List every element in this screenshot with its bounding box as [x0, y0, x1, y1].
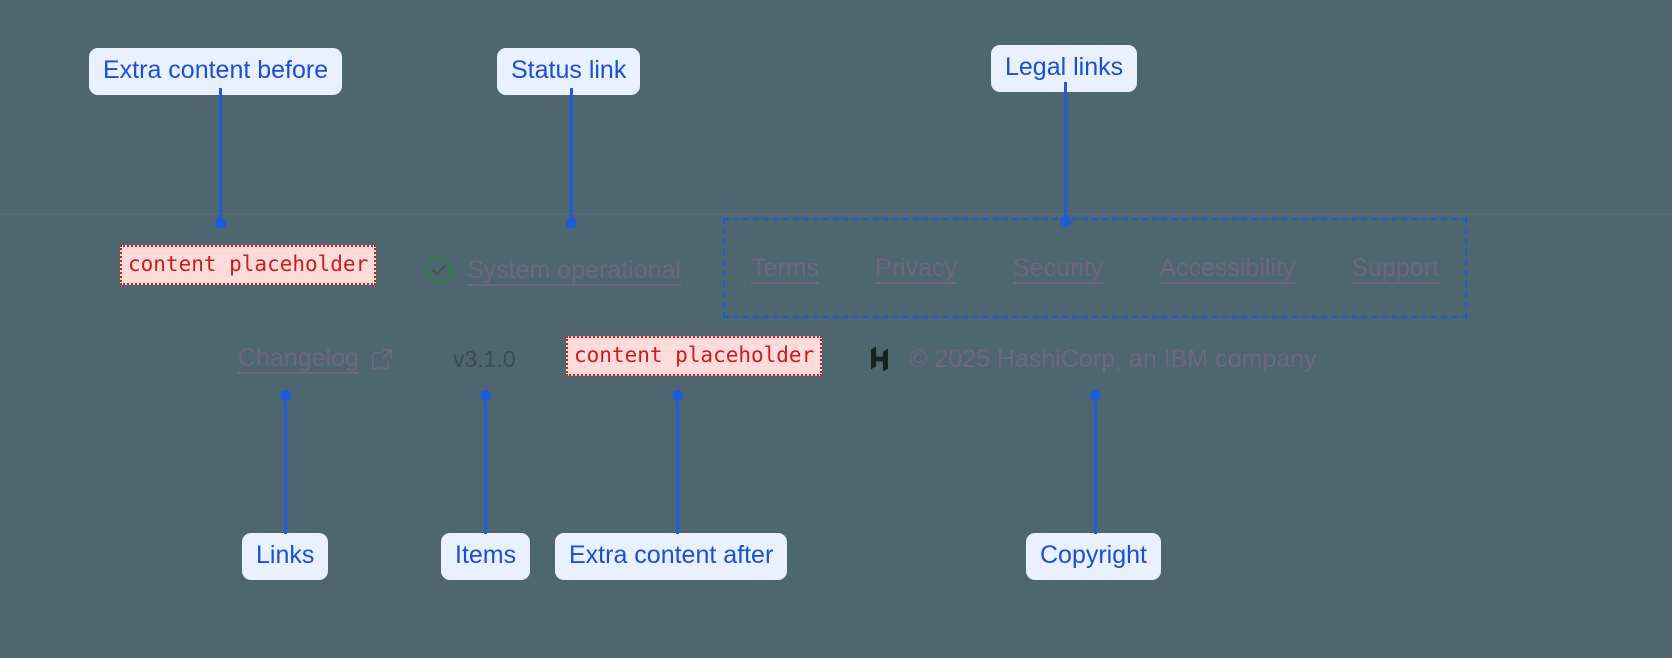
legal-link-support[interactable]: Support: [1351, 253, 1439, 282]
legal-link-terms[interactable]: Terms: [750, 253, 820, 282]
legal-link-privacy[interactable]: Privacy: [875, 253, 957, 282]
annotation-items: Items: [441, 533, 531, 580]
annotation-leader-line: [676, 396, 679, 534]
legal-links-group: Terms Privacy Security Accessibility Sup…: [723, 238, 1467, 298]
annotation-anchor-dot: [566, 218, 577, 229]
changelog-link[interactable]: Changelog: [238, 344, 394, 373]
annotation-anchor-dot: [280, 390, 291, 401]
check-circle-icon: [424, 255, 454, 285]
status-link-label: System operational: [467, 255, 682, 284]
annotation-extra-content-after: Extra content after: [555, 533, 788, 580]
version-label: v3.1.0: [453, 346, 516, 372]
annotation-anchor-dot: [1090, 390, 1101, 401]
annotation-leader-line: [484, 396, 487, 534]
copyright-text: © 2025 HashiCorp, an IBM company: [909, 344, 1317, 373]
legal-links-highlight-box: [723, 218, 1467, 318]
extra-content-before-placeholder: content placeholder: [120, 245, 377, 286]
hashicorp-logo: [866, 344, 893, 374]
legal-link-security[interactable]: Security: [1012, 253, 1104, 282]
annotation-leader-line: [284, 396, 287, 534]
footer-top-divider: [0, 213, 1672, 214]
changelog-link-label: Changelog: [238, 344, 359, 372]
annotation-anchor-dot: [672, 390, 683, 401]
annotation-copyright: Copyright: [1026, 533, 1161, 580]
annotation-leader-line: [1064, 82, 1067, 222]
annotation-leader-line: [219, 88, 222, 224]
status-link[interactable]: System operational: [424, 250, 681, 290]
annotation-anchor-dot: [1060, 216, 1071, 227]
external-link-icon: [370, 347, 394, 371]
copyright-block: © 2025 HashiCorp, an IBM company: [866, 344, 1317, 374]
annotation-anchor-dot: [480, 390, 491, 401]
legal-link-accessibility[interactable]: Accessibility: [1159, 253, 1296, 282]
extra-content-after-placeholder: content placeholder: [566, 336, 823, 377]
annotation-leader-line: [1094, 396, 1097, 534]
annotation-anchor-dot: [215, 218, 226, 229]
annotation-links: Links: [242, 533, 329, 580]
annotation-status-link: Status link: [497, 48, 641, 95]
annotation-extra-content-before: Extra content before: [89, 48, 343, 95]
annotation-leader-line: [570, 88, 573, 224]
